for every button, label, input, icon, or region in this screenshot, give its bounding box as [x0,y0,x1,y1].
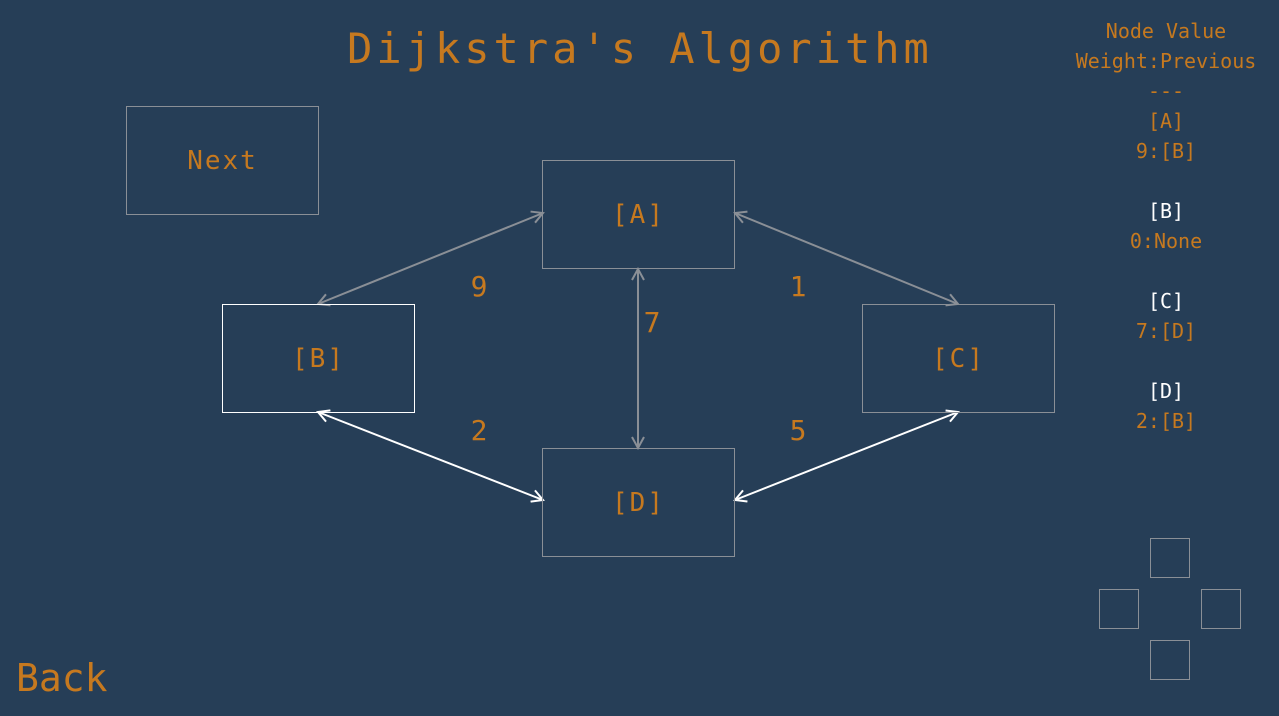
edge-weight-c-d: 5 [789,414,807,447]
dpad-right-button[interactable] [1201,589,1241,629]
page-title: Dijkstra's Algorithm [347,24,933,73]
graph-node-b: [B] [222,304,415,413]
table-header-line2: Weight:Previous [1075,49,1257,73]
dpad-down-button[interactable] [1150,640,1190,680]
table-divider: --- [1147,79,1185,103]
table-row-value: 0:None [1129,229,1203,253]
edge-a-c [735,213,958,304]
distance-table: Node Value Weight:Previous --- [A] 9:[B]… [1056,16,1276,436]
graph-node-c: [C] [862,304,1055,413]
edge-weight-a-b: 9 [470,270,488,303]
table-row-node: [C] [1147,289,1185,313]
table-row-node: [B] [1147,199,1185,223]
dpad-up-button[interactable] [1150,538,1190,578]
graph-node-d: [D] [542,448,735,557]
edge-weight-b-d: 2 [470,414,488,447]
next-button[interactable]: Next [126,106,319,215]
table-row-node: [A] [1147,109,1185,133]
back-button[interactable]: Back [16,656,108,700]
edge-c-d [735,412,958,500]
edge-a-b [318,213,543,304]
table-row-value: 7:[D] [1135,319,1197,343]
table-row-value: 9:[B] [1135,139,1197,163]
edge-weight-a-c: 1 [789,270,807,303]
graph-node-a: [A] [542,160,735,269]
dpad-left-button[interactable] [1099,589,1139,629]
table-header-line1: Node Value [1105,19,1227,43]
edge-b-d [318,412,543,500]
table-row-value: 2:[B] [1135,409,1197,433]
edge-weight-a-d: 7 [643,306,661,339]
table-row-node: [D] [1147,379,1185,403]
